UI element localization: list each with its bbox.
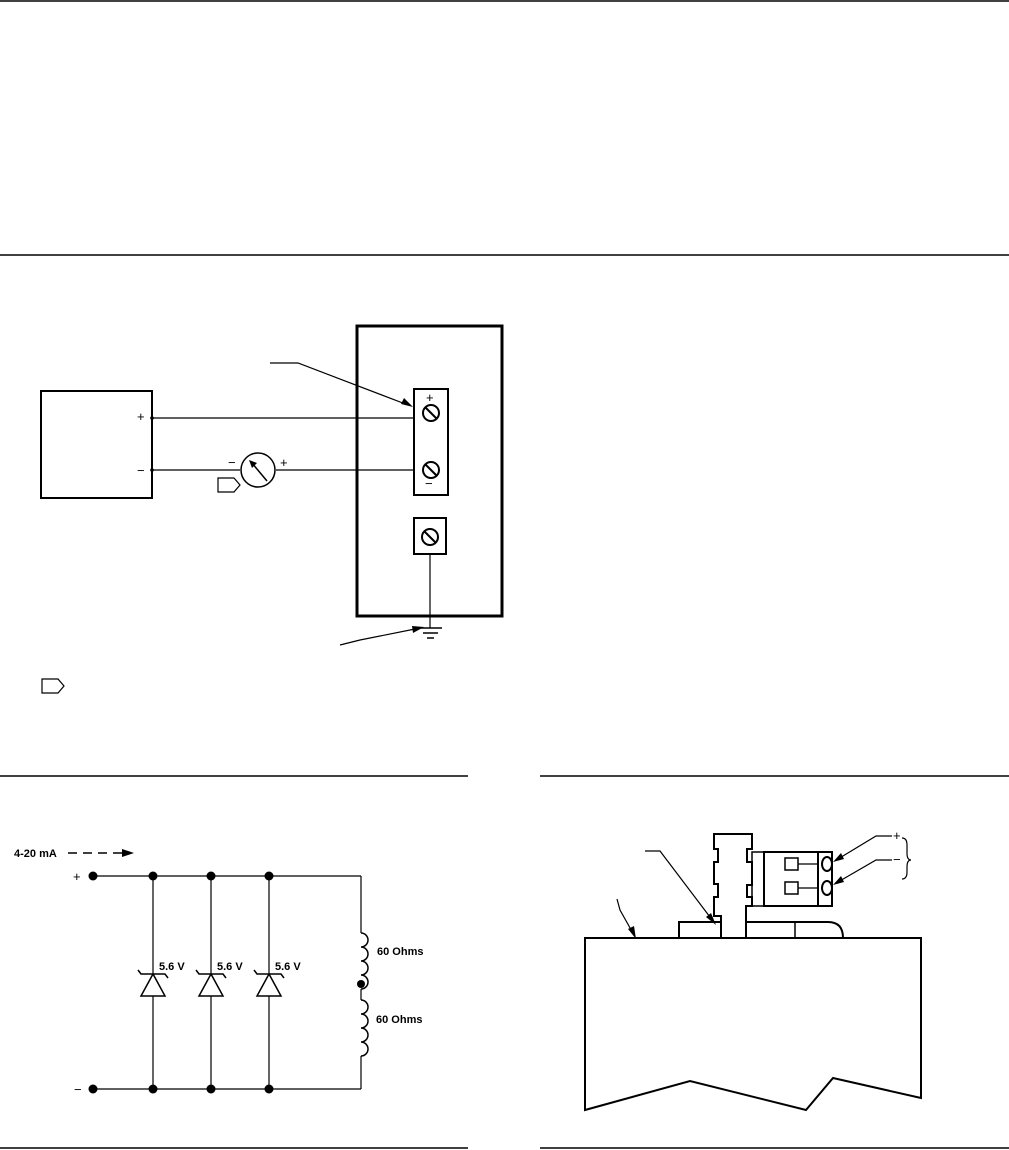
housing-leader bbox=[616, 898, 635, 936]
schematic-diagram bbox=[68, 849, 369, 1094]
note-flag-icon bbox=[41, 678, 65, 694]
ground-icon bbox=[419, 627, 442, 639]
wire-brace bbox=[901, 837, 912, 880]
meter-plus-label: + bbox=[280, 455, 288, 470]
screw-terminal-icon bbox=[422, 404, 440, 422]
housing-body bbox=[584, 937, 922, 1112]
junction-nodes bbox=[88, 871, 274, 1094]
inductor-icon bbox=[360, 999, 369, 1057]
center-tap-node bbox=[357, 980, 365, 988]
inductor-icon bbox=[360, 932, 369, 990]
ground-leader bbox=[339, 627, 421, 646]
base-plate-leader bbox=[645, 850, 714, 922]
plus-leader bbox=[837, 835, 892, 860]
meter-minus-label: − bbox=[228, 455, 236, 470]
minus-leader bbox=[837, 859, 892, 883]
current-label: 4-20 mA bbox=[14, 848, 57, 860]
base-plate bbox=[678, 921, 844, 939]
screw-terminal-icon bbox=[422, 461, 440, 479]
coil-1-label: 60 Ohms bbox=[377, 946, 423, 958]
power-supply-box bbox=[40, 390, 153, 499]
screw-terminal-icon bbox=[821, 856, 833, 872]
wiring-diagram bbox=[40, 324, 504, 694]
housing-plus-label: + bbox=[893, 828, 901, 843]
meter-icon bbox=[240, 452, 276, 488]
terminal-leader bbox=[270, 362, 409, 406]
supply-plus-label: + bbox=[137, 409, 145, 424]
screw-terminal-icon bbox=[821, 880, 833, 896]
note-flag-icon bbox=[217, 477, 241, 493]
schematic-minus-label: − bbox=[74, 1082, 82, 1097]
terminal-minus-label: − bbox=[425, 476, 433, 491]
screw-terminal-icon bbox=[421, 528, 439, 546]
mounting-bracket bbox=[713, 833, 753, 939]
zener-3-label: 5.6 V bbox=[275, 961, 301, 973]
terminal-plus-label: + bbox=[426, 390, 434, 405]
supply-minus-label: − bbox=[137, 463, 145, 478]
zener-diode-icon bbox=[195, 969, 227, 997]
housing-minus-label: − bbox=[893, 852, 901, 867]
zener-1-label: 5.6 V bbox=[159, 961, 185, 973]
coil-2-label: 60 Ohms bbox=[376, 1014, 422, 1026]
signal-terminal-block bbox=[413, 388, 449, 496]
zener-diode-icon bbox=[137, 969, 169, 997]
zener-diode-icon bbox=[253, 969, 285, 997]
zener-2-label: 5.6 V bbox=[217, 961, 243, 973]
schematic-plus-label: + bbox=[73, 869, 81, 884]
terminal-block bbox=[763, 851, 819, 907]
housing-drawing bbox=[584, 833, 922, 1112]
